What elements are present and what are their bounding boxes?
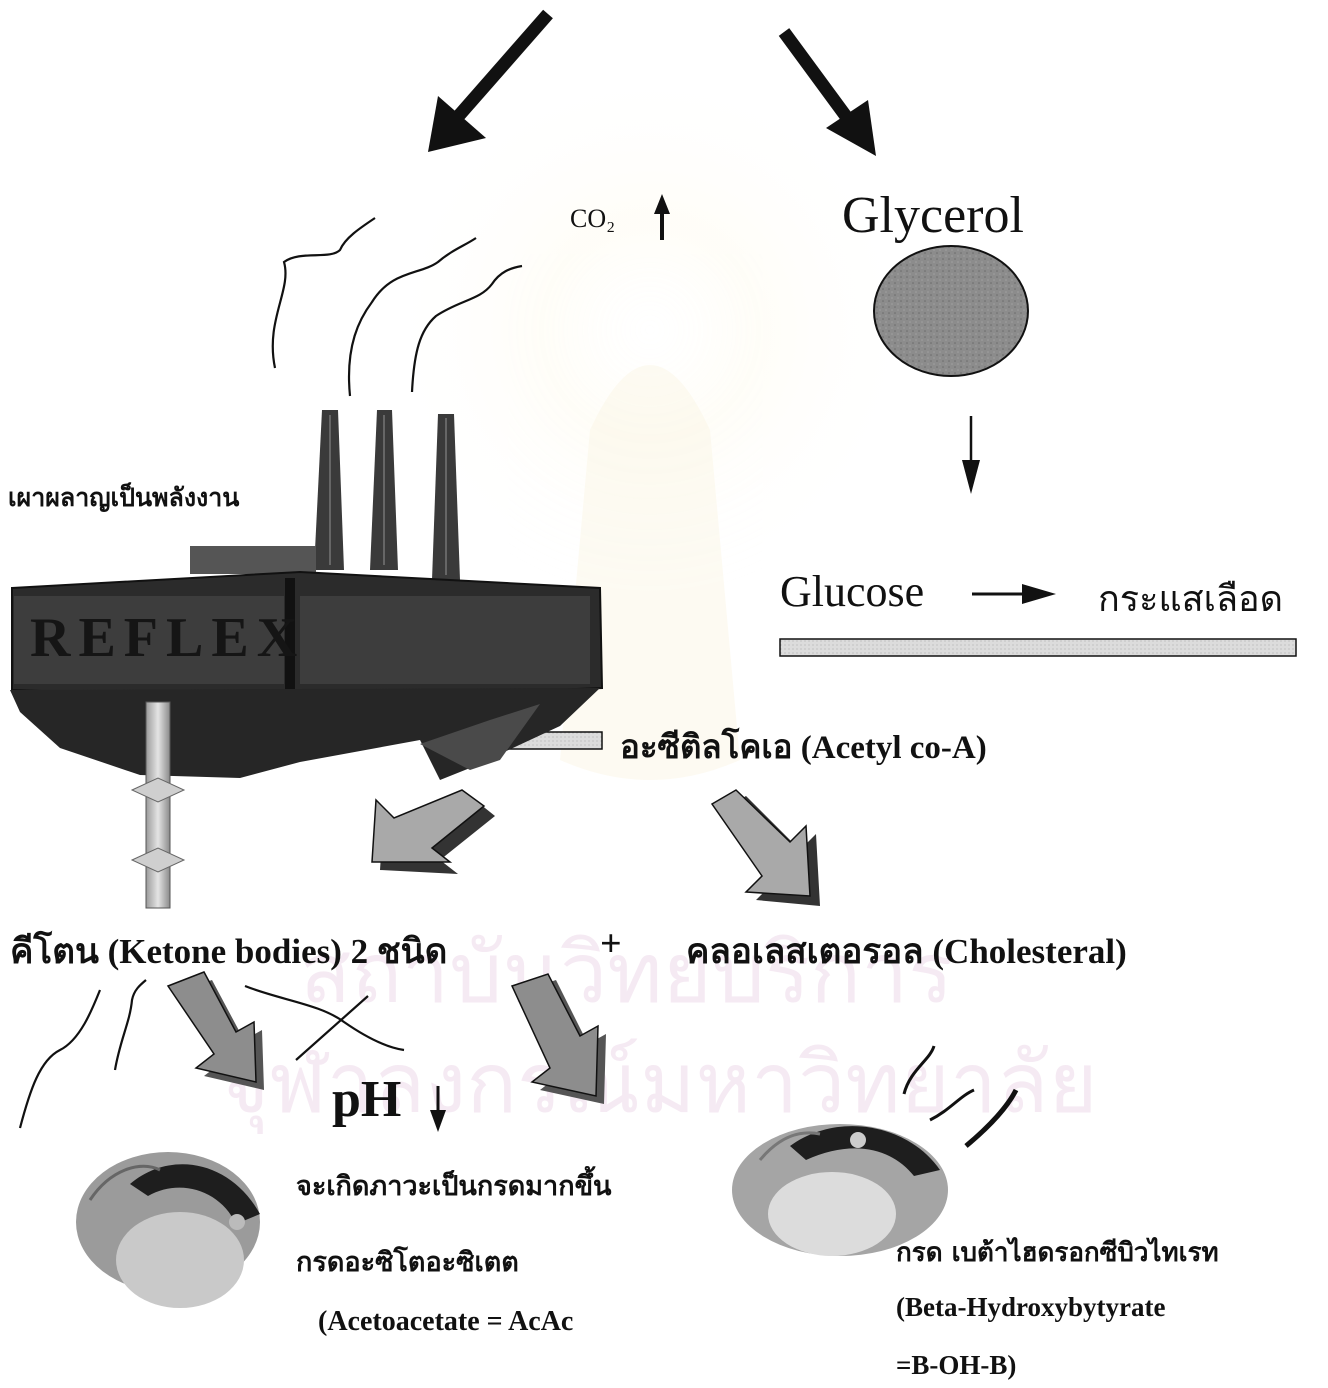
cholesterol-label: คลอเลสเตอรอล (Cholesteral) (686, 924, 1127, 979)
bhb-abbr-label: =B-OH-B) (896, 1350, 1016, 1381)
bloodstream-bar (780, 639, 1296, 656)
ph-label: pH (332, 1070, 401, 1129)
glucose-arrow (972, 584, 1056, 604)
acidosis-label: จะเกิดภาวะเป็นกรดมากขึ้น (296, 1164, 611, 1207)
glycerol-ellipse (874, 246, 1028, 376)
bhb-thai-label: กรด เบต้าไฮดรอกซีบิวไทเรท (896, 1232, 1219, 1273)
plus-sign: + (600, 922, 622, 966)
bhb-english-label: (Beta-Hydroxybytyrate (896, 1292, 1165, 1323)
glycerol-down-arrow (962, 416, 980, 494)
right-squiggles (904, 1046, 1016, 1146)
glycerol-label: Glycerol (842, 186, 1024, 245)
block-arrow-to-ketone (372, 790, 495, 874)
acetyl-coa-label: อะซีติลโคเอ (Acetyl co-A) (620, 720, 987, 773)
block-arrow-to-ph-right (512, 974, 606, 1104)
acetoacetate-label: (Acetoacetate = AcAc (318, 1306, 573, 1338)
ketone-bodies-label: คีโตน (Ketone bodies) 2 ชนิด (10, 924, 447, 979)
brain-image-left (76, 1152, 260, 1308)
bloodstream-label: กระแสเลือด (1098, 570, 1283, 627)
factory-sign: REFLEX (30, 606, 305, 670)
burn-energy-label: เผาผลาญเป็นพลังงาน (8, 478, 239, 518)
ph-down-arrow (430, 1086, 446, 1132)
co2-label: CO₂ (570, 204, 615, 234)
acetoacetic-acid-label: กรดอะซิโตอะซิเตต (296, 1240, 519, 1283)
glucose-label: Glucose (780, 566, 924, 617)
block-arrow-to-cholesterol (712, 790, 820, 906)
block-arrow-to-ph-left (168, 972, 264, 1090)
